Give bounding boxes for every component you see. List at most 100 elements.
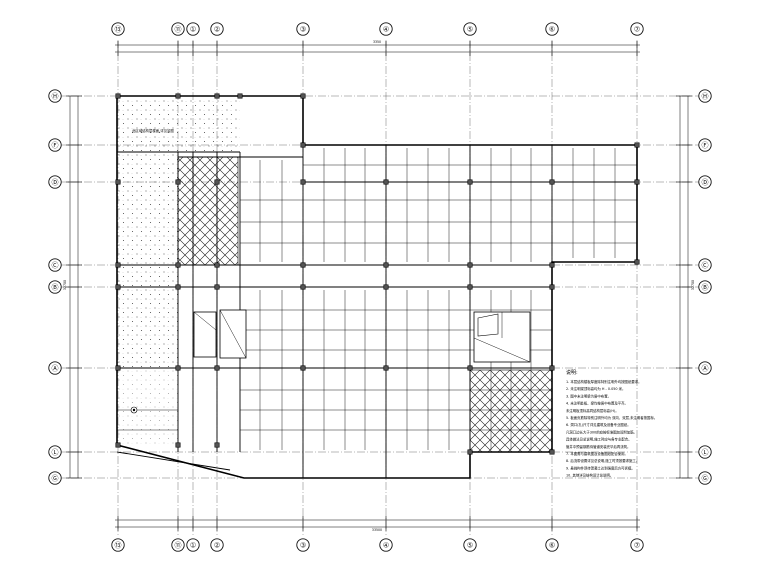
notes-title: 说明: — [566, 369, 578, 376]
overall-dimension-top: 3350 — [373, 40, 381, 44]
column — [175, 442, 181, 448]
column — [549, 365, 555, 371]
axis-bubble-bottom: ⑤ — [463, 538, 477, 552]
column — [634, 179, 640, 185]
axis-bubble-top: ④ — [379, 22, 393, 36]
column — [214, 179, 220, 185]
column — [175, 262, 181, 268]
svg-text:Ⓛ: Ⓛ — [702, 449, 709, 457]
hatched-region-label: 此区域结构层楼面,详见另图 — [132, 128, 174, 133]
axis-bubble-left: Ⓕ — [48, 138, 62, 152]
svg-text:Ⓑ: Ⓑ — [702, 284, 709, 292]
axis-bubble-top: ⑬ — [111, 22, 125, 36]
column — [175, 284, 181, 290]
column — [214, 365, 220, 371]
column — [383, 262, 389, 268]
axis-bubble-bottom: ⑪ — [171, 538, 185, 552]
stair-cores — [193, 309, 531, 363]
svg-text:⑦: ⑦ — [634, 542, 640, 550]
svg-text:⑪: ⑪ — [175, 542, 182, 550]
axis-bubble-bottom: ⑬ — [111, 538, 125, 552]
column — [549, 262, 555, 268]
axis-bubble-bottom: ⑦ — [630, 538, 644, 552]
svg-text:②: ② — [214, 542, 220, 550]
column — [237, 93, 243, 99]
svg-text:Ⓓ: Ⓓ — [52, 179, 59, 187]
axis-bubble-top: ⑪ — [171, 22, 185, 36]
axis-bubble-bottom: ⑥ — [545, 538, 559, 552]
column — [214, 442, 220, 448]
axis-bubble-left: Ⓐ — [48, 361, 62, 375]
axis-bubble-right: Ⓕ — [698, 138, 712, 152]
axis-bubble-left: Ⓗ — [48, 89, 62, 103]
note-line: 9. 悬挑构件须待混凝土达到强度后方可拆模。 — [566, 465, 635, 470]
svg-text:Ⓗ: Ⓗ — [52, 93, 59, 101]
dotted-slab-area-bottom — [117, 368, 178, 445]
svg-text:Ⓕ: Ⓕ — [52, 142, 59, 150]
note-line: 10. 其他详见结构设计总说明。 — [566, 473, 613, 478]
axis-bubble-right: Ⓒ — [698, 258, 712, 272]
svg-text:③: ③ — [300, 26, 306, 34]
svg-text:Ⓑ: Ⓑ — [52, 284, 59, 292]
svg-text:Ⓐ: Ⓐ — [702, 365, 709, 373]
svg-text:Ⓕ: Ⓕ — [702, 142, 709, 150]
dotted-slab-area — [117, 97, 240, 368]
svg-text:⑦: ⑦ — [634, 26, 640, 34]
axis-bubble-bottom: ① — [186, 538, 200, 552]
note-line: 2. 未注明梁顶标高均为 H - 0.050 米。 — [566, 386, 625, 391]
axis-bubble-top: ① — [186, 22, 200, 36]
column — [115, 262, 121, 268]
svg-text:⑥: ⑥ — [549, 26, 555, 34]
svg-text:Ⓛ: Ⓛ — [52, 449, 59, 457]
note-line: 8. 后浇带设置详见总说明,施工时须按要求施工。 — [566, 458, 639, 463]
column — [300, 365, 306, 371]
column — [175, 93, 181, 99]
svg-text:Ⓖ: Ⓖ — [52, 475, 59, 483]
svg-text:①: ① — [190, 26, 196, 34]
column — [115, 93, 121, 99]
column — [214, 262, 220, 268]
column — [467, 262, 473, 268]
column-layout — [115, 93, 640, 455]
axis-bubble-left: Ⓒ — [48, 258, 62, 272]
svg-text:⑬: ⑬ — [115, 26, 122, 34]
axis-bubble-right: Ⓛ — [698, 445, 712, 459]
svg-text:Ⓖ: Ⓖ — [702, 475, 709, 483]
axis-bubble-right: Ⓗ — [698, 89, 712, 103]
column — [300, 179, 306, 185]
note-line: 凡洞口边长大于300的应按标准图加设附加筋。 — [566, 429, 637, 434]
column — [115, 284, 121, 290]
svg-text:⑪: ⑪ — [175, 26, 182, 34]
axis-bubble-right: Ⓐ — [698, 361, 712, 375]
column — [549, 179, 555, 185]
axis-bubble-bottom: ② — [210, 538, 224, 552]
column — [467, 365, 473, 371]
axis-bubble-left: Ⓓ — [48, 175, 62, 189]
column — [300, 262, 306, 268]
note-line: 管井中预留钢筋待管道安装完毕后再浇筑。 — [566, 444, 630, 449]
beam-layout — [117, 145, 637, 478]
svg-text:④: ④ — [383, 26, 389, 34]
note-line: 7. 本图需与建筑图及设备图纸配合使用。 — [566, 451, 628, 456]
svg-text:Ⓓ: Ⓓ — [702, 179, 709, 187]
overall-dimension-right: 32700 — [691, 280, 695, 290]
column — [467, 284, 473, 290]
column — [115, 365, 121, 371]
note-line: 未注明板顶标高同结构层标高(H)。 — [566, 408, 619, 413]
axis-bubble-top: ③ — [296, 22, 310, 36]
svg-text:③: ③ — [300, 542, 306, 550]
svg-text:⑤: ⑤ — [467, 26, 473, 34]
note-line: 具体做法见总说明,施工时应与各专业配合。 — [566, 437, 632, 442]
axis-bubble-top: ⑦ — [630, 22, 644, 36]
column — [115, 179, 121, 185]
column — [467, 449, 473, 455]
column — [634, 259, 640, 265]
svg-text:Ⓗ: Ⓗ — [702, 93, 709, 101]
note-line: 4. 未注明处板、梁均按居中布置及平齐。 — [566, 401, 628, 406]
column — [549, 284, 555, 290]
svg-text:Ⓒ: Ⓒ — [52, 262, 59, 270]
svg-text:⑥: ⑥ — [549, 542, 555, 550]
note-line: 1. 本层结构楼板厚度除特别注明外均按图纸要求。 — [566, 379, 642, 384]
svg-text:Ⓒ: Ⓒ — [702, 262, 709, 270]
column — [383, 365, 389, 371]
